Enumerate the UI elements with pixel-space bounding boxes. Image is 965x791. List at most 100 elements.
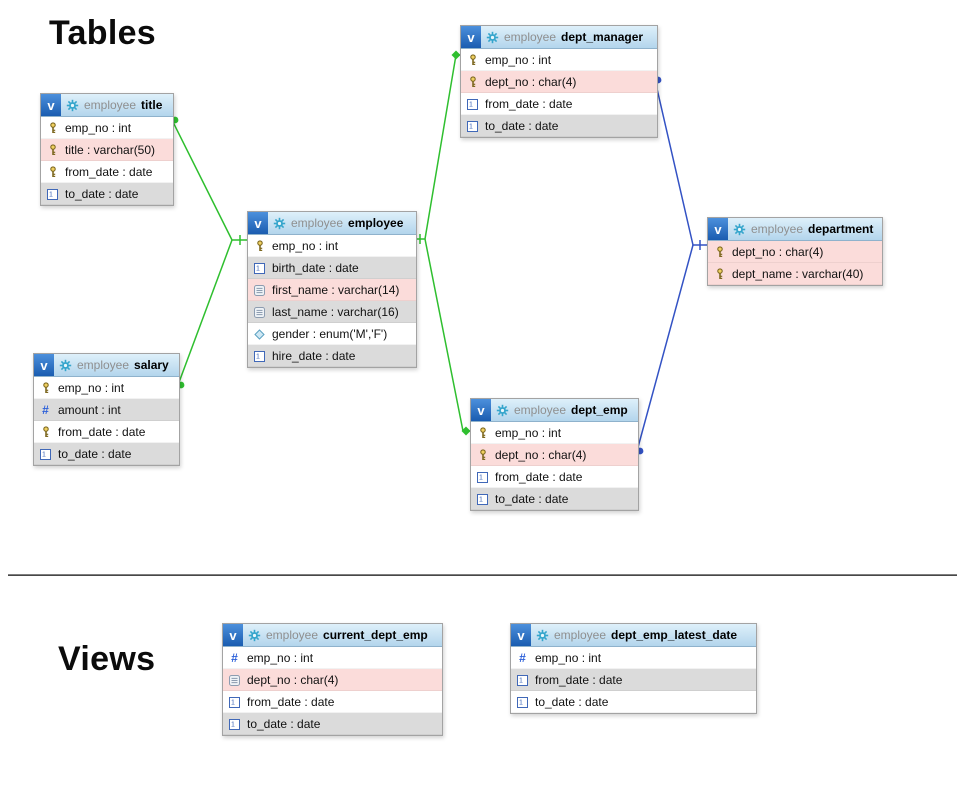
table-name: current_dept_emp bbox=[323, 628, 428, 642]
column-label: hire_date : date bbox=[272, 349, 356, 363]
column-row-emp_no[interactable]: #emp_no : int bbox=[511, 647, 756, 669]
column-row-from_date[interactable]: 1 from_date : date bbox=[223, 691, 442, 713]
gear-icon bbox=[66, 99, 79, 112]
column-row-to_date[interactable]: 1 to_date : date bbox=[223, 713, 442, 735]
column-label: to_date : date bbox=[495, 492, 569, 506]
table-name: dept_emp bbox=[571, 403, 628, 417]
column-label: from_date : date bbox=[247, 695, 335, 709]
gear-icon bbox=[496, 404, 509, 417]
column-row-dept_no[interactable]: dept_no : char(4) bbox=[471, 444, 638, 466]
column-row-to_date[interactable]: 1 to_date : date bbox=[511, 691, 756, 713]
key-icon bbox=[253, 240, 266, 252]
table-name: dept_manager bbox=[561, 30, 644, 44]
column-row-title[interactable]: title : varchar(50) bbox=[41, 139, 173, 161]
column-label: dept_no : char(4) bbox=[247, 673, 339, 687]
column-label: to_date : date bbox=[535, 695, 609, 709]
column-label: to_date : date bbox=[247, 717, 321, 731]
column-label: first_name : varchar(14) bbox=[272, 283, 400, 297]
gear-icon bbox=[733, 223, 746, 236]
column-row-dept_no[interactable]: dept_no : char(4) bbox=[223, 669, 442, 691]
relationship-line-dept_manager-department bbox=[654, 79, 707, 246]
column-row-emp_no[interactable]: #emp_no : int bbox=[223, 647, 442, 669]
svg-text:1: 1 bbox=[231, 721, 235, 728]
view-badge-icon: v bbox=[708, 218, 728, 240]
column-row-emp_no[interactable]: emp_no : int bbox=[248, 235, 416, 257]
svg-text:1: 1 bbox=[479, 496, 483, 503]
column-label: to_date : date bbox=[485, 119, 559, 133]
column-row-amount[interactable]: #amount : int bbox=[34, 399, 179, 421]
column-row-dept_no[interactable]: dept_no : char(4) bbox=[708, 241, 882, 263]
column-row-dept_name[interactable]: dept_name : varchar(40) bbox=[708, 263, 882, 285]
gear-icon bbox=[273, 217, 286, 230]
column-row-last_name[interactable]: last_name : varchar(16) bbox=[248, 301, 416, 323]
column-label: emp_no : int bbox=[272, 239, 339, 253]
column-label: from_date : date bbox=[58, 425, 146, 439]
column-row-emp_no[interactable]: emp_no : int bbox=[461, 49, 657, 71]
column-label: to_date : date bbox=[58, 447, 132, 461]
column-row-emp_no[interactable]: emp_no : int bbox=[34, 377, 179, 399]
relationship-line-title-employee bbox=[171, 119, 247, 241]
column-row-first_name[interactable]: first_name : varchar(14) bbox=[248, 279, 416, 301]
gear-icon bbox=[486, 31, 499, 44]
views-section-heading: Views bbox=[58, 640, 156, 678]
view-badge-icon: v bbox=[511, 624, 531, 646]
column-row-from_date[interactable]: from_date : date bbox=[41, 161, 173, 183]
text-icon bbox=[253, 284, 266, 296]
svg-text:1: 1 bbox=[519, 699, 523, 706]
text-icon bbox=[253, 306, 266, 318]
date-icon: 1 bbox=[516, 674, 529, 686]
date-icon: 1 bbox=[476, 471, 489, 483]
column-row-emp_no[interactable]: emp_no : int bbox=[41, 117, 173, 139]
section-divider bbox=[8, 574, 957, 576]
column-label: emp_no : int bbox=[58, 381, 125, 395]
column-label: from_date : date bbox=[495, 470, 583, 484]
column-row-dept_no[interactable]: dept_no : char(4) bbox=[461, 71, 657, 93]
column-label: from_date : date bbox=[485, 97, 573, 111]
view-badge-icon: v bbox=[34, 354, 54, 376]
date-icon: 1 bbox=[516, 696, 529, 708]
key-icon bbox=[46, 144, 59, 156]
column-row-emp_no[interactable]: emp_no : int bbox=[471, 422, 638, 444]
column-label: emp_no : int bbox=[65, 121, 132, 135]
column-row-gender[interactable]: gender : enum('M','F') bbox=[248, 323, 416, 345]
column-row-to_date[interactable]: 1 to_date : date bbox=[461, 115, 657, 137]
column-row-from_date[interactable]: from_date : date bbox=[34, 421, 179, 443]
key-icon bbox=[476, 427, 489, 439]
text-icon bbox=[228, 674, 241, 686]
key-icon bbox=[39, 426, 52, 438]
svg-text:1: 1 bbox=[231, 699, 235, 706]
column-label: dept_name : varchar(40) bbox=[732, 267, 864, 281]
date-icon: 1 bbox=[466, 120, 479, 132]
column-label: gender : enum('M','F') bbox=[272, 327, 388, 341]
column-label: amount : int bbox=[58, 403, 121, 417]
schema-name: employee bbox=[77, 358, 130, 372]
svg-text:1: 1 bbox=[49, 191, 53, 198]
relationship-line-dept_emp-department bbox=[636, 244, 694, 452]
column-row-to_date[interactable]: 1 to_date : date bbox=[471, 488, 638, 510]
column-label: emp_no : int bbox=[485, 53, 552, 67]
column-row-from_date[interactable]: 1 from_date : date bbox=[471, 466, 638, 488]
